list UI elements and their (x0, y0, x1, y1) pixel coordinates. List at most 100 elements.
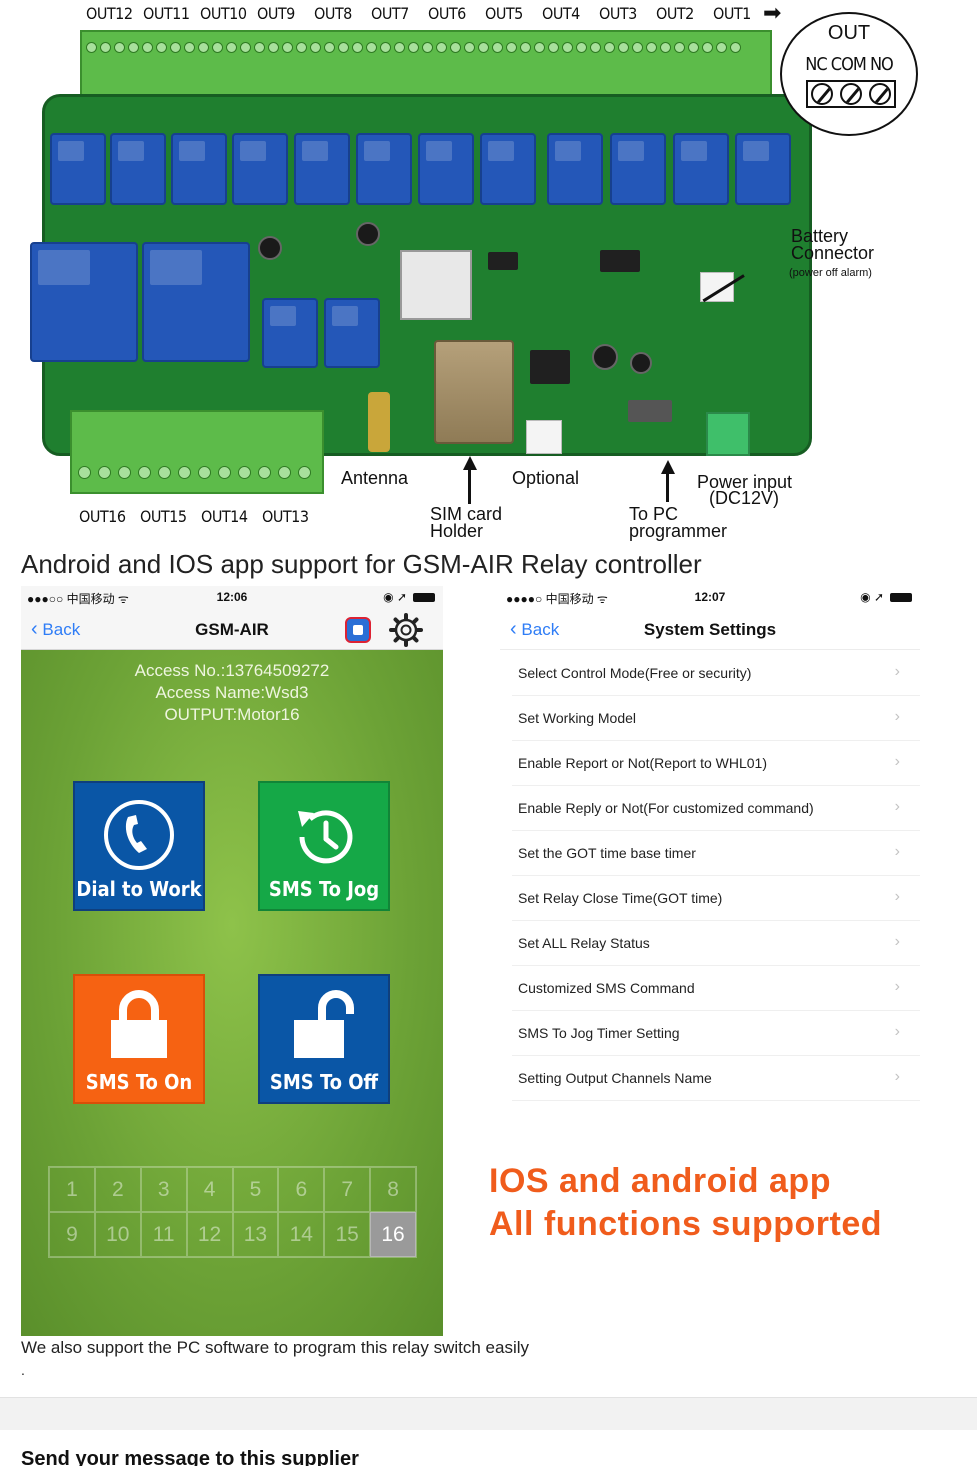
ic-chip (600, 250, 640, 272)
setting-label: Customized SMS Command (518, 980, 695, 996)
battery-note: (power off alarm) (789, 267, 872, 279)
dial-to-work-label: Dial to Work (76, 877, 202, 901)
terminal-screws (78, 466, 311, 479)
out-label: OUT1 (713, 4, 751, 23)
channel-cell[interactable]: 5 (232, 1167, 279, 1212)
setting-label: Enable Report or Not(Report to WHL01) (518, 755, 767, 771)
relay (171, 133, 227, 205)
gear-icon[interactable] (389, 613, 423, 647)
channel-cell[interactable]: 1 (49, 1167, 95, 1212)
dial-to-work-button[interactable]: Dial to Work (73, 781, 205, 911)
app-icon[interactable] (345, 617, 371, 643)
access-info: Access No.:13764509272 Access Name:Wsd3 … (21, 660, 443, 726)
out-label: OUT8 (314, 4, 352, 23)
battery-label: Battery (791, 226, 849, 246)
back-button[interactable]: ‹ Back (31, 618, 80, 641)
promo-line-2: All functions supported (489, 1205, 883, 1243)
status-time: 12:06 (216, 590, 248, 604)
pc-software-text: We also support the PC software to progr… (21, 1338, 530, 1357)
channel-cell[interactable]: 11 (140, 1212, 187, 1257)
channel-cell-selected[interactable]: 16 (370, 1212, 416, 1257)
terminal-screws (86, 42, 741, 53)
back-label: Back (42, 620, 81, 639)
status-time: 12:07 (694, 590, 726, 604)
relay (324, 298, 380, 368)
setting-label: SMS To Jog Timer Setting (518, 1025, 680, 1041)
channel-cell[interactable]: 2 (94, 1167, 141, 1212)
ic-chip (530, 350, 570, 384)
channel-cell[interactable]: 15 (324, 1212, 371, 1257)
channel-cell[interactable]: 4 (186, 1167, 233, 1212)
relay (610, 133, 666, 205)
setting-row[interactable]: Set Working Model› (512, 696, 920, 741)
trailing-dot: . (21, 1362, 25, 1378)
output-name: OUTPUT:Motor16 (164, 705, 300, 724)
setting-row[interactable]: SMS To Jog Timer Setting› (512, 1011, 920, 1056)
power-relay (142, 242, 250, 362)
sms-to-on-button[interactable]: SMS To On (73, 974, 205, 1104)
programmer-arrow-line (666, 472, 669, 502)
location-icon: ◉ ➚ (860, 590, 884, 604)
section-heading: Android and IOS app support for GSM-AIR … (21, 549, 702, 579)
status-bar: ●●●●○ 中国移动 ᯤ 12:07 ◉ ➚ (500, 586, 920, 608)
setting-row[interactable]: Set Relay Close Time(GOT time)› (512, 876, 920, 921)
relay (262, 298, 318, 368)
channel-cell[interactable]: 12 (186, 1212, 233, 1257)
out-label: OUT15 (140, 507, 187, 526)
relay (735, 133, 791, 205)
setting-label: Set ALL Relay Status (518, 935, 650, 951)
setting-row[interactable]: Select Control Mode(Free or security)› (512, 651, 920, 696)
sms-to-jog-button[interactable]: SMS To Jog (258, 781, 390, 911)
status-bar: ●●●○○ 中国移动 ᯤ 12:06 ◉ ➚ (21, 586, 443, 608)
setting-label: Enable Reply or Not(For customized comma… (518, 800, 814, 816)
header-pins (628, 400, 672, 422)
chevron-right-icon: › (894, 933, 900, 950)
channel-cell[interactable]: 9 (49, 1212, 95, 1257)
channel-cell[interactable]: 13 (232, 1212, 279, 1257)
promo-line-1: IOS and android app (489, 1162, 831, 1200)
setting-row[interactable]: Customized SMS Command› (512, 966, 920, 1011)
channel-cell[interactable]: 8 (370, 1167, 416, 1212)
channel-cell[interactable]: 7 (324, 1167, 371, 1212)
back-button[interactable]: ‹ Back (510, 618, 559, 641)
channel-cell[interactable]: 10 (94, 1212, 141, 1257)
page-title: GSM-AIR (195, 620, 269, 639)
section-divider (0, 1397, 977, 1430)
setting-label: Set Working Model (518, 710, 637, 726)
terminal-contacts-icon (806, 80, 896, 108)
setting-row[interactable]: Setting Output Channels Name › (512, 1056, 920, 1101)
chevron-left-icon: ‹ (510, 618, 517, 640)
relay-board-photo: OUT12 OUT11 OUT10 OUT9 OUT8 OUT7 OUT6 OU… (0, 0, 977, 545)
out-circle-pins: NC COM NO (805, 54, 894, 75)
battery-icon (413, 593, 435, 602)
out-label: OUT10 (200, 4, 247, 23)
access-number: Access No.:13764509272 (134, 661, 330, 680)
setting-row[interactable]: Set the GOT time base timer› (512, 831, 920, 876)
relay (547, 133, 603, 205)
channel-cell[interactable]: 6 (278, 1167, 325, 1212)
relay (294, 133, 350, 205)
setting-row[interactable]: Enable Report or Not(Report to WHL01)› (512, 741, 920, 786)
out-circle-title: OUT (827, 22, 871, 44)
channel-cell[interactable]: 14 (278, 1212, 325, 1257)
access-name: Access Name:Wsd3 (155, 683, 309, 702)
phone-icon (104, 800, 174, 870)
capacitor (630, 352, 652, 374)
back-label: Back (521, 620, 560, 639)
setting-label: Setting Output Channels Name (518, 1070, 712, 1086)
page-title: System Settings (643, 620, 777, 639)
nav-bar: ‹ Back GSM-AIR (21, 608, 443, 650)
setting-row[interactable]: Set ALL Relay Status › (512, 921, 920, 966)
out-label: OUT2 (656, 4, 694, 23)
lock-icon (111, 990, 167, 1058)
channel-cell[interactable]: 3 (140, 1167, 187, 1212)
setting-row[interactable]: Enable Reply or Not(For customized comma… (512, 786, 920, 831)
chevron-right-icon: › (894, 1068, 900, 1085)
out-label: OUT6 (428, 4, 466, 23)
out-label: OUT14 (201, 507, 248, 526)
sms-to-off-button[interactable]: SMS To Off (258, 974, 390, 1104)
out-label: OUT11 (143, 4, 190, 23)
sms-to-jog-label: SMS To Jog (268, 877, 380, 901)
connector-label: Connector (791, 243, 875, 263)
out-label: OUT13 (262, 507, 309, 526)
